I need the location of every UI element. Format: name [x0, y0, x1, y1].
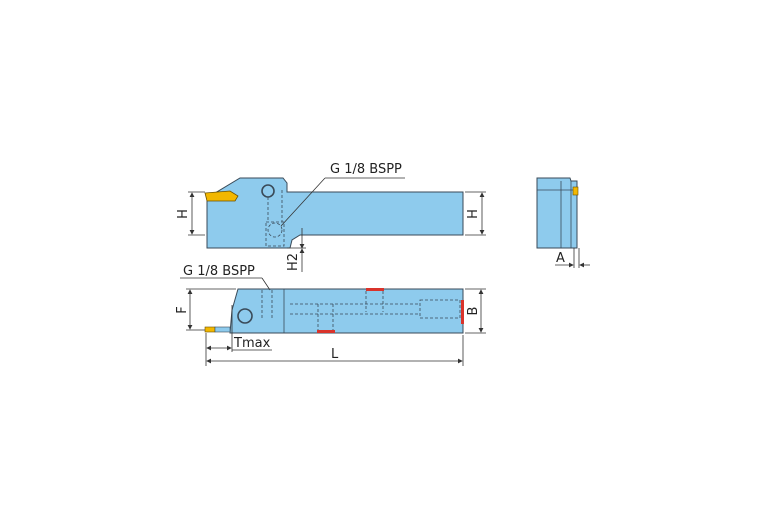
dim-h2: H2	[286, 253, 301, 271]
insert	[204, 190, 239, 202]
dim-l: L	[331, 347, 339, 362]
leader-line	[280, 177, 326, 227]
insert-side	[572, 186, 579, 196]
seal	[366, 288, 384, 291]
side-view-body	[536, 177, 578, 249]
dim-f: F	[175, 306, 190, 313]
front-view-body	[229, 288, 464, 334]
seal	[317, 330, 335, 333]
dim-a: A	[556, 251, 565, 266]
coolant-port	[267, 222, 283, 238]
top-view-body	[206, 177, 464, 249]
seal	[461, 300, 464, 324]
port-label-top: G 1/8 BSPP	[330, 162, 402, 177]
front-view: G 1/8 BSPP F B Tmax L	[175, 264, 486, 366]
clamp-screw	[261, 184, 275, 198]
top-view: G 1/8 BSPP H H H2	[176, 162, 486, 272]
dim-h-left: H	[176, 209, 191, 219]
dim-tmax: Tmax	[233, 336, 271, 351]
dim-b: B	[466, 307, 481, 316]
insert-front	[204, 326, 216, 333]
clamp-screw-front	[237, 308, 253, 324]
dim-h-right: H	[466, 209, 481, 219]
port-label-front: G 1/8 BSPP	[183, 264, 255, 279]
side-view: A	[536, 177, 590, 268]
